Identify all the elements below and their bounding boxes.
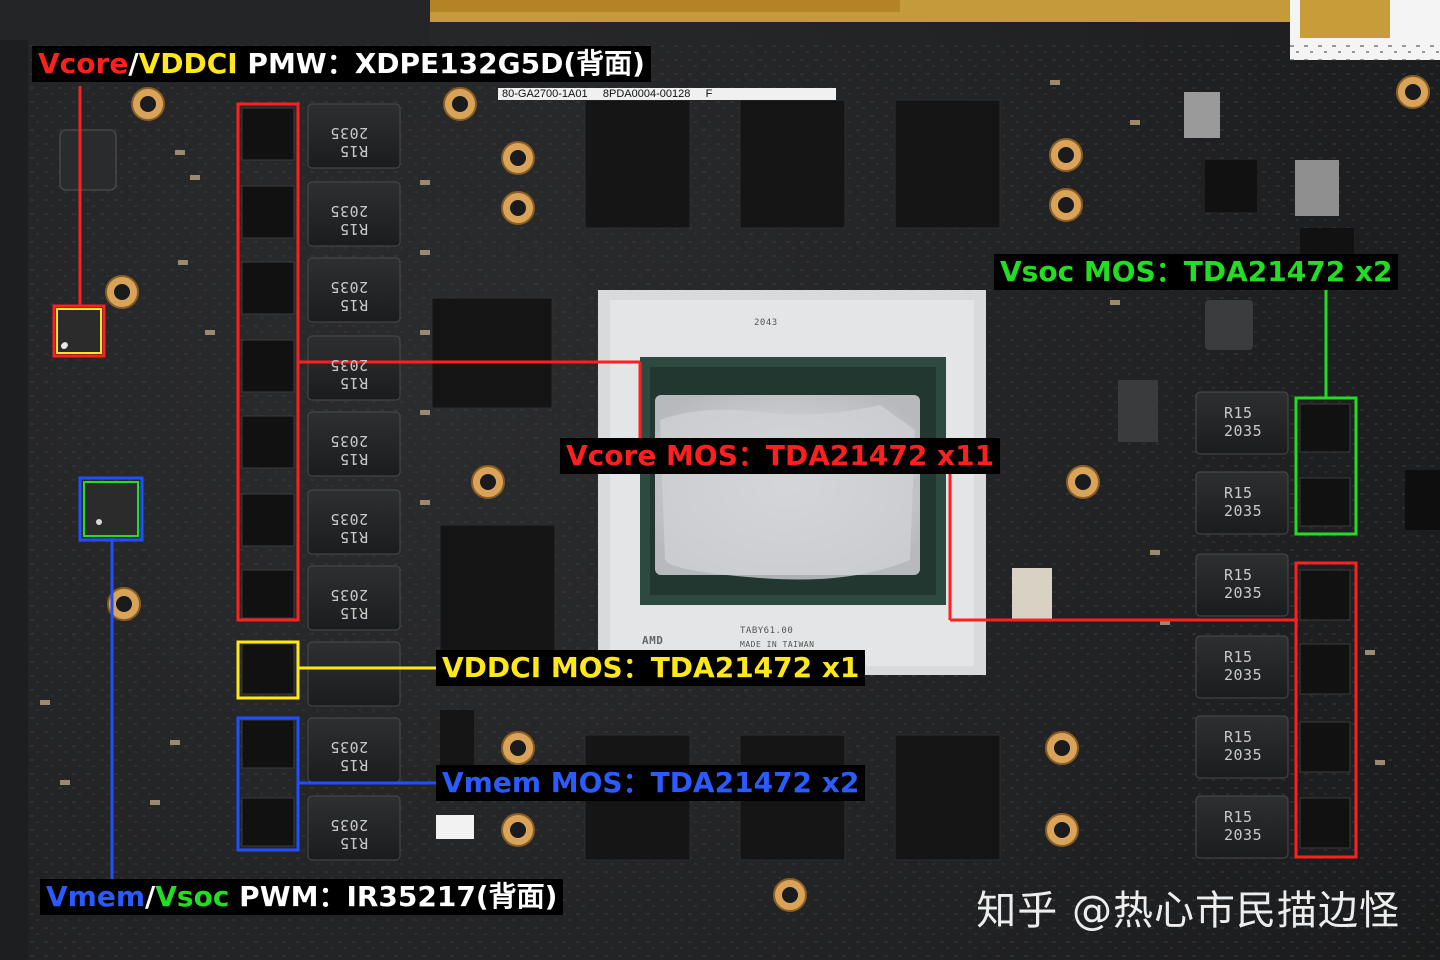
callout-vcore-mos: Vcore MOS：TDA21472 x11: [560, 438, 1001, 475]
chip-model: TABY61.00: [740, 626, 794, 636]
callout-vsoc-mos: Vsoc MOS：TDA21472 x2: [994, 254, 1399, 291]
callout-vddci-mos: VDDCI MOS：TDA21472 x1: [436, 650, 866, 687]
callout-vmem-vsoc-pwm: Vmem/Vsoc PWM：IR35217(背面): [40, 879, 564, 916]
chip-origin: MADE IN TAIWAN: [740, 640, 815, 649]
watermark: 知乎 @热心市民描边怪: [976, 888, 1400, 934]
callout-vmem-mos: Vmem MOS：TDA21472 x2: [436, 765, 866, 802]
callout-vcore-vddci-pwm: Vcore/VDDCI PMW：XDPE132G5D(背面): [32, 46, 651, 83]
chip-brand: AMD: [642, 634, 664, 647]
board-part-label: 80-GA2700-1A01 8PDA0004-00128 F: [498, 88, 836, 100]
chip-date-code: 2043: [754, 318, 778, 328]
